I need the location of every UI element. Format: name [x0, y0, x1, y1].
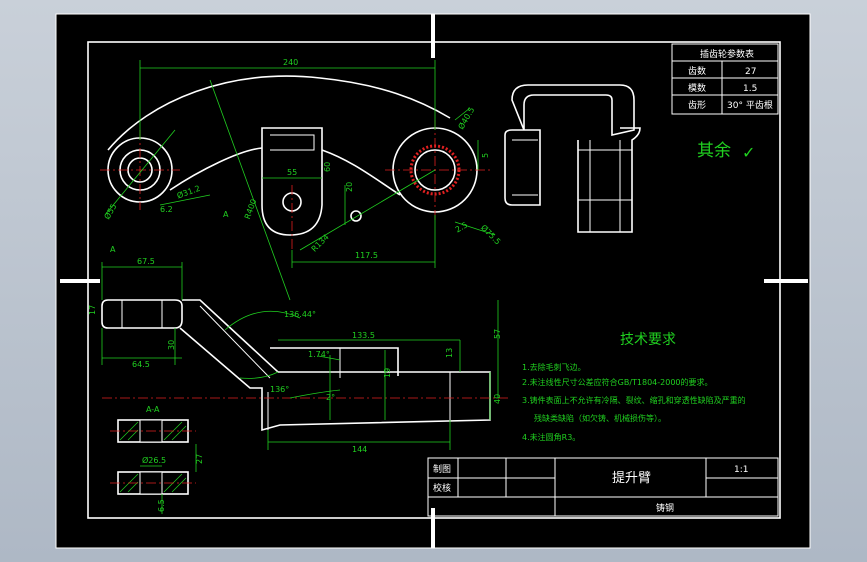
gear-row-name: 齿形: [688, 99, 706, 111]
dim-136: 136°: [270, 385, 289, 394]
title-block-scale: 1:1: [734, 465, 748, 475]
gear-row-name: 齿数: [688, 65, 706, 77]
label-a-top: A: [223, 210, 229, 219]
dim-57: 57: [493, 329, 502, 339]
dim-6-2: 6.2: [160, 205, 173, 214]
title-block: [427, 457, 779, 517]
gear-row-value: 30° 平齿根: [727, 99, 773, 111]
dim-17: 17: [88, 305, 97, 315]
label-a-side: A: [110, 245, 116, 254]
dim-13: 13: [445, 348, 454, 358]
front-view: [100, 60, 496, 301]
dim-19: 19: [383, 368, 392, 378]
title-block-part-name: 提升臂: [612, 470, 651, 486]
dim-64-5: 64.5: [132, 360, 150, 369]
top-view: [101, 262, 510, 450]
title-block-material: 铸钢: [656, 502, 674, 514]
dim-55: 55: [287, 168, 297, 177]
dim-1-74: 1.74°: [308, 350, 330, 359]
dim-117-5: 117.5: [355, 251, 378, 260]
dim-144: 144: [352, 445, 367, 454]
dim-5: 5: [481, 153, 490, 158]
tech-requirement-item: 3.铸件表面上不允许有冷隔、裂纹、缩孔和穿透性缺陷及严重的: [522, 395, 746, 405]
dim-136-44: 136.44°: [284, 310, 316, 319]
gear-row-value: 27: [745, 67, 756, 77]
title-block-drawn: 制图: [433, 463, 451, 475]
dim-27: 27: [195, 454, 204, 464]
dim-20: 20: [345, 182, 354, 192]
section-label: A-A: [146, 405, 160, 414]
dim-40: 40: [493, 394, 502, 404]
title-block-checked: 校核: [433, 482, 451, 494]
gear-table-title: 插齿轮参数表: [700, 48, 754, 60]
roughness-label: 其余: [697, 141, 731, 161]
section-a-a: [110, 419, 197, 514]
gear-row-name: 模数: [688, 82, 706, 94]
side-view: [504, 84, 641, 233]
dim-133-5: 133.5: [352, 331, 375, 340]
dim-60: 60: [323, 162, 332, 172]
roughness-symbol: ✓: [742, 143, 755, 162]
dim-6-5: 6.5: [157, 499, 166, 512]
dim-240: 240: [283, 58, 298, 67]
dim-dia-26-5: Ø26.5: [142, 455, 166, 465]
gear-row-value: 1.5: [743, 84, 757, 94]
dim-2deg: 2°: [326, 393, 335, 402]
tech-requirement-item: 残缺类缺陷（如欠铸、机械损伤等）。: [534, 413, 666, 423]
dim-67-5: 67.5: [137, 257, 155, 266]
dim-30: 30: [167, 340, 176, 350]
tech-requirements-title: 技术要求: [620, 332, 676, 348]
tech-requirement-item: 4.未注圆角R3。: [522, 432, 580, 442]
tech-requirement-item: 1.去除毛刺飞边。: [522, 362, 586, 372]
tech-requirement-item: 2.未注线性尺寸公差应符合GB/T1804-2000的要求。: [522, 377, 713, 387]
gear-parameter-table: [671, 43, 779, 115]
